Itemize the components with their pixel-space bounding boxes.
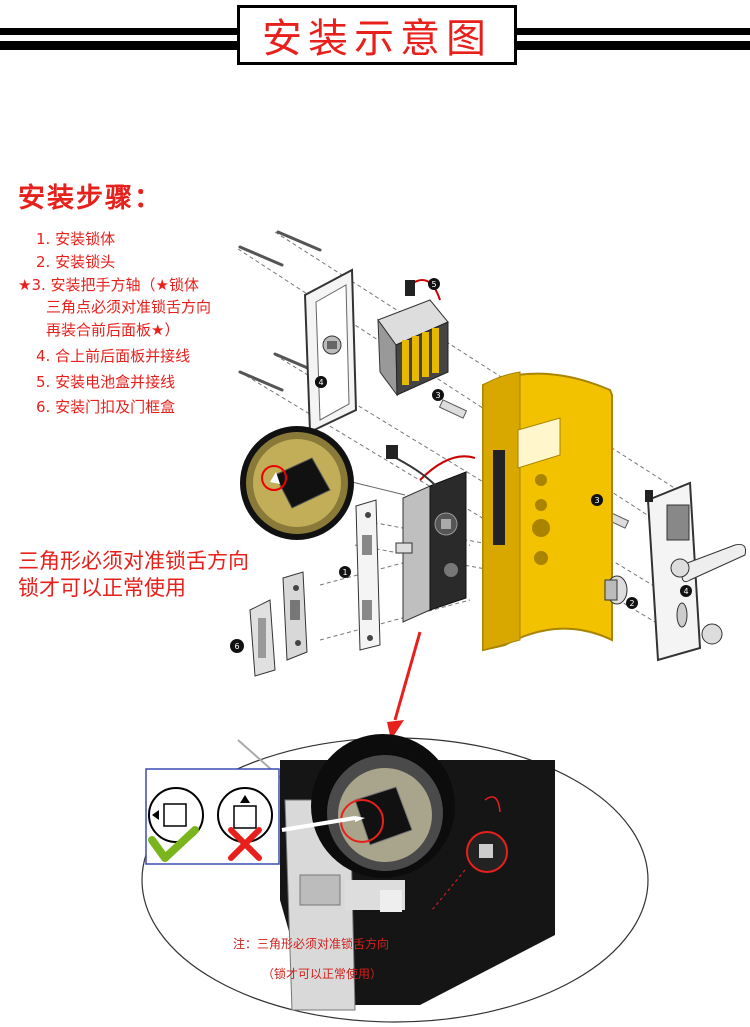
strike-plate	[282, 571, 308, 661]
step-2: 2. 安装锁头	[36, 253, 116, 271]
lock-cylinder	[604, 575, 628, 605]
step-5: 5. 安装电池盒并接线	[36, 373, 176, 391]
callout-4b	[680, 585, 692, 597]
step-1: 1. 安装锁体	[36, 230, 116, 248]
bottom-note-line1: 注：三角形必须对准锁舌方向	[233, 937, 390, 951]
callout-5	[428, 278, 440, 290]
battery-box	[377, 279, 449, 397]
callout-1	[339, 566, 351, 578]
callout-6-label: 6	[234, 642, 239, 651]
mortise-lock-body	[386, 445, 476, 623]
title-box: 安装示意图	[237, 5, 517, 65]
callout-4-label: 4	[318, 378, 323, 387]
step-3-line3: 再装合前后面板★）	[46, 321, 180, 339]
callout-3b-label: 3	[435, 391, 440, 400]
hub-magnifier	[240, 426, 406, 540]
door-frame-box	[249, 599, 276, 677]
outer-handle-panel	[645, 481, 746, 662]
back-panel	[303, 268, 358, 434]
callout-3-label: 3	[594, 496, 599, 505]
bottom-note-line2: （锁才可以正常使用）	[262, 967, 383, 981]
steps-title: 安装步骤：	[18, 183, 163, 214]
step-3-line2: 三角点必须对准锁舌方向	[46, 298, 212, 316]
callout-4b-label: 4	[683, 587, 688, 596]
callout-3	[591, 494, 603, 506]
callout-4	[315, 376, 327, 388]
callout-3b	[432, 389, 444, 401]
callout-2	[626, 597, 638, 609]
side-note-line2: 锁才可以正常使用	[18, 576, 186, 600]
red-arrow	[387, 631, 422, 740]
callout-6	[230, 639, 244, 653]
callouts	[230, 278, 692, 653]
step-4: 4. 合上前后面板并接线	[36, 347, 191, 365]
callout-1-label: 1	[342, 568, 347, 577]
step-3: ★3. 安装把手方轴（★锁体	[18, 276, 199, 294]
callout-5-label: 5	[431, 280, 436, 289]
orientation-inset	[145, 768, 280, 865]
side-note-line1: 三角形必须对准锁舌方向	[18, 549, 249, 573]
lock-closeup	[280, 734, 555, 1011]
face-plate	[355, 499, 381, 651]
callout-2-label: 2	[629, 599, 634, 608]
golden-door	[482, 371, 613, 652]
page-title: 安装示意图	[262, 16, 492, 62]
step-6: 6. 安装门扣及门框盒	[36, 398, 176, 416]
